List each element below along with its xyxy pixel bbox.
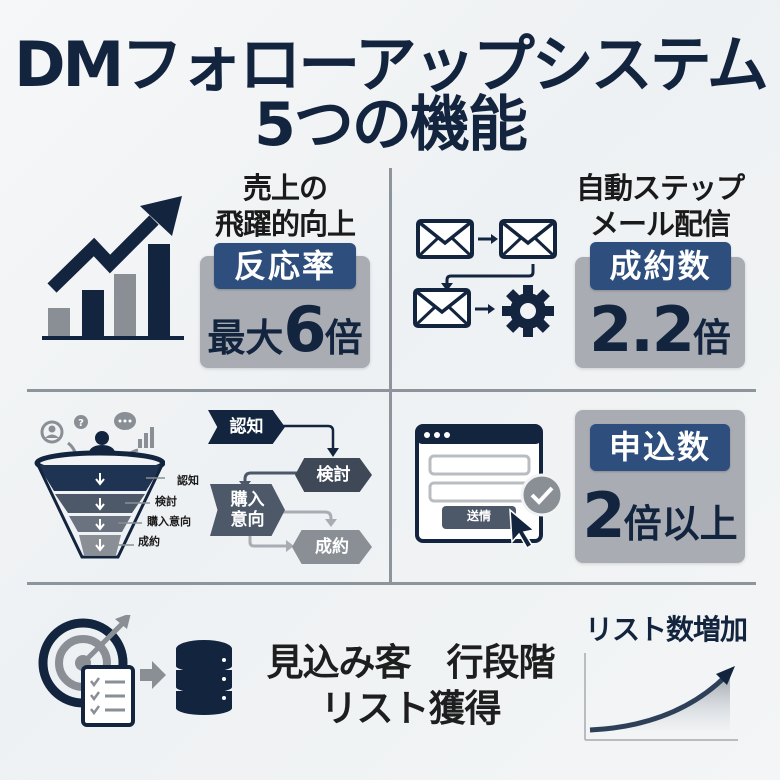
heading-auto-step-mail: 自動ステップ メール配信 xyxy=(565,170,755,242)
text-line: 見込み客 行段階 xyxy=(266,641,556,684)
web-form-check-icon xyxy=(415,424,564,550)
list-growth-title: リスト数増加 xyxy=(585,613,748,646)
flow-step-awareness: 認知 xyxy=(208,410,285,444)
page-title-line-1: DMフォローアップシステム xyxy=(14,28,769,101)
stat-number: 2 xyxy=(582,479,625,552)
funnel-stage-label: 認知 xyxy=(177,474,199,487)
form-submit-label: 送情 xyxy=(466,509,491,523)
form-input-field xyxy=(428,454,531,476)
flow-step-label: 検討 xyxy=(316,465,351,485)
person-icon xyxy=(95,431,109,445)
envelope-icon xyxy=(416,219,474,259)
cursor-icon xyxy=(509,508,536,550)
stat-label-response-rate: 反応率 xyxy=(214,243,356,289)
stat-value-applications: 2倍以上 xyxy=(575,484,745,564)
flow-step-label: 購入 xyxy=(230,490,265,510)
check-circle-icon xyxy=(520,473,564,517)
sales-funnel-icon: ? xyxy=(34,412,165,559)
flow-step-label: 意向 xyxy=(230,510,265,530)
flow-step-consideration: 検討 xyxy=(295,458,372,492)
arrow-right-icon xyxy=(140,661,166,689)
flow-step-label: 認知 xyxy=(229,417,264,437)
divider-horizontal-top xyxy=(27,389,756,392)
checklist-icon xyxy=(81,665,135,727)
stat-suffix: 倍 xyxy=(692,316,731,360)
stat-value-response-rate: 最大6倍 xyxy=(200,298,370,378)
form-submit-button xyxy=(442,506,516,529)
stat-prefix: 最大 xyxy=(207,316,284,360)
funnel-stage-label: 購入意向 xyxy=(147,515,191,528)
email-sequence-gear-icon xyxy=(413,219,557,337)
stat-suffix: 倍以上 xyxy=(623,502,738,546)
flow-step-purchase-intent: 購入 意向 xyxy=(210,484,285,536)
stat-number: 2.2 xyxy=(589,293,695,366)
user-circle-icon xyxy=(40,420,64,444)
question-icon xyxy=(74,415,88,429)
envelope-icon xyxy=(413,288,471,328)
funnel-stage-label: 検討 xyxy=(155,495,177,508)
funnel-stage-label: 成約 xyxy=(138,535,160,548)
text-line: リスト獲得 xyxy=(320,687,502,730)
svg-text:?: ? xyxy=(78,418,84,429)
flow-step-label: 成約 xyxy=(315,537,349,557)
gear-icon xyxy=(502,285,554,337)
flow-step-contract: 成約 xyxy=(292,530,372,564)
stat-label-closed-deals: 成約数 xyxy=(590,242,731,290)
heading-sales-growth: 売上の 飛躍的向上 xyxy=(200,170,370,242)
stat-suffix: 倍 xyxy=(324,316,363,360)
heading-line: 自動ステップ xyxy=(575,171,745,205)
heading-line: メール配信 xyxy=(589,207,731,241)
bar-chart-up-arrow-icon xyxy=(42,196,184,340)
page-title-line-2: 5つの機能 xyxy=(254,90,528,160)
target-checklist-database-icon xyxy=(38,615,232,727)
database-icon xyxy=(176,640,232,715)
growth-curve-icon xyxy=(584,653,738,741)
flow-connectors xyxy=(239,424,339,552)
divider-vertical xyxy=(389,168,392,584)
list-acquisition-text: 見込み客 行段階 リスト獲得 xyxy=(258,640,563,732)
envelope-icon xyxy=(499,219,557,259)
divider-horizontal-bottom xyxy=(27,582,756,585)
stat-number: 6 xyxy=(283,293,326,366)
heading-line: 飛躍的向上 xyxy=(214,207,356,241)
mini-bar-icon xyxy=(138,439,142,448)
stat-value-closed-deals: 2.2倍 xyxy=(575,298,745,378)
heading-line: 売上の xyxy=(242,171,328,205)
stat-label-applications: 申込数 xyxy=(590,424,730,471)
